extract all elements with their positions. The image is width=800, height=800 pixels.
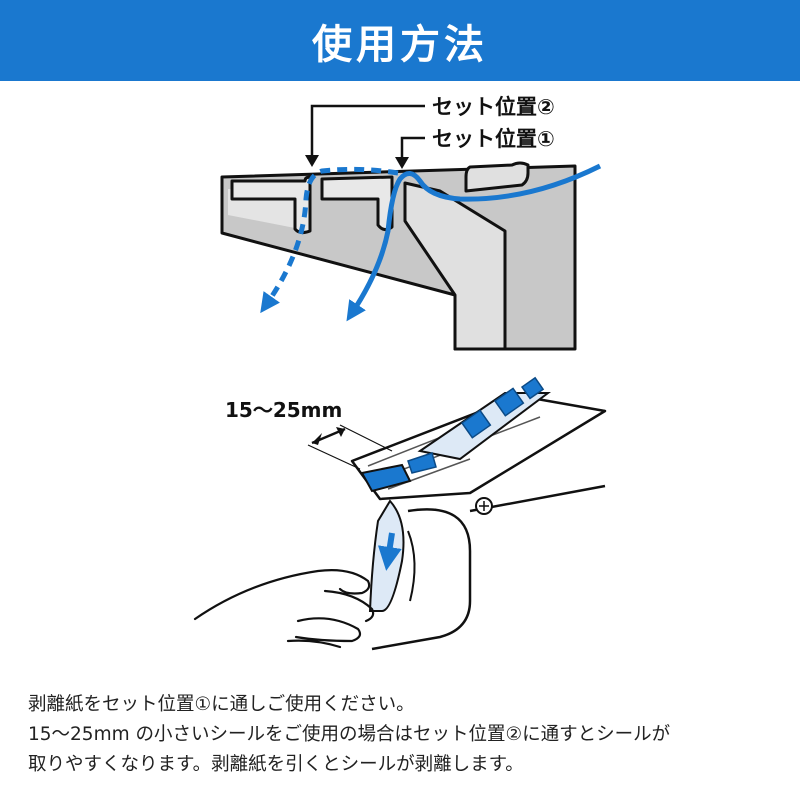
seal-in-slot — [407, 452, 437, 474]
liner-path-position-2 — [260, 166, 399, 314]
dimension-label: 15〜25mm — [225, 398, 342, 422]
usage-diagram: セット位置② セット位置① 15〜25mm — [193, 95, 607, 651]
top-bump — [464, 161, 530, 193]
dispenser-cross-section: セット位置② セット位置① — [220, 95, 602, 351]
description-line-2: 15〜25mm の小さいシールをご使用の場合はセット位置②に通すとシールが — [28, 724, 671, 745]
page-title: 使用方法 — [312, 21, 488, 68]
label-position-2: セット位置② — [432, 95, 555, 119]
seal-2 — [493, 387, 525, 417]
leader-arrow-position-2 — [305, 155, 319, 167]
hand — [193, 569, 375, 649]
peeled-seal — [360, 463, 412, 493]
dispenser-perspective: 15〜25mm — [193, 376, 607, 651]
seal-1 — [460, 409, 492, 439]
leader-line-position-1 — [400, 136, 425, 161]
dimension-ext-left — [307, 444, 361, 470]
usage-description: 剥離紙をセット位置①に通しご使用ください。 15〜25mm の小さいシールをご使… — [28, 690, 788, 780]
title-banner: 使用方法 — [0, 0, 800, 81]
liner-roll-edge — [407, 530, 416, 602]
leader-line-position-2 — [310, 104, 425, 159]
description-line-1: 剥離紙をセット位置①に通しご使用ください。 — [28, 694, 415, 715]
middle-hook — [320, 175, 394, 232]
left-hook — [230, 175, 312, 235]
leader-arrow-position-1 — [395, 157, 409, 169]
liner-path-position-1 — [346, 163, 602, 322]
dimension-ext-right — [339, 424, 393, 452]
description-line-3: 取りやすくなります。剥離紙を引くとシールが剥離します。 — [28, 754, 524, 775]
pull-arrow-icon — [377, 532, 402, 571]
seal-3 — [520, 376, 545, 400]
label-position-1: セット位置① — [432, 127, 555, 151]
